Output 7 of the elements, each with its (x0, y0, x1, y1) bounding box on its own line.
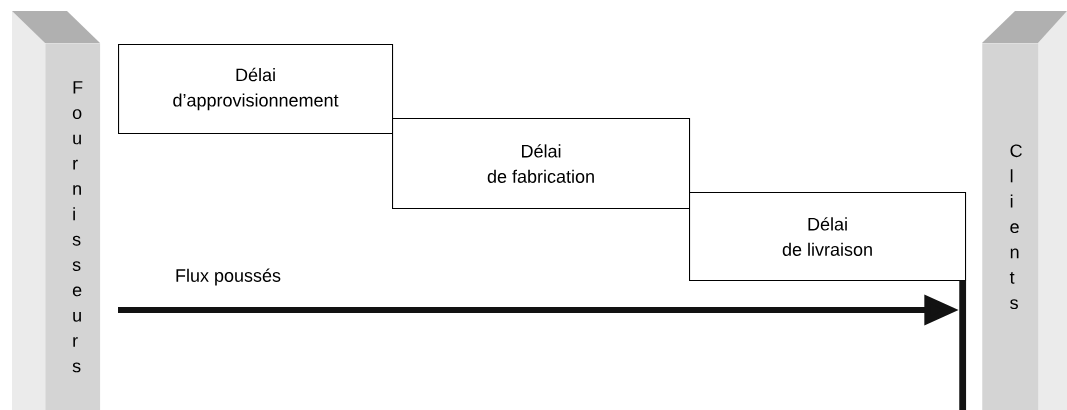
pillar: Clients (982, 11, 1067, 410)
delay-box: Délai d’approvisionnement (118, 44, 394, 135)
edge-label: Flux poussés (173, 267, 283, 287)
pillar: Fournisseurs (12, 11, 101, 410)
delay-box: Délai de livraison (689, 192, 967, 282)
end-bar (959, 280, 967, 410)
delay-box: Délai de fabrication (392, 118, 691, 210)
